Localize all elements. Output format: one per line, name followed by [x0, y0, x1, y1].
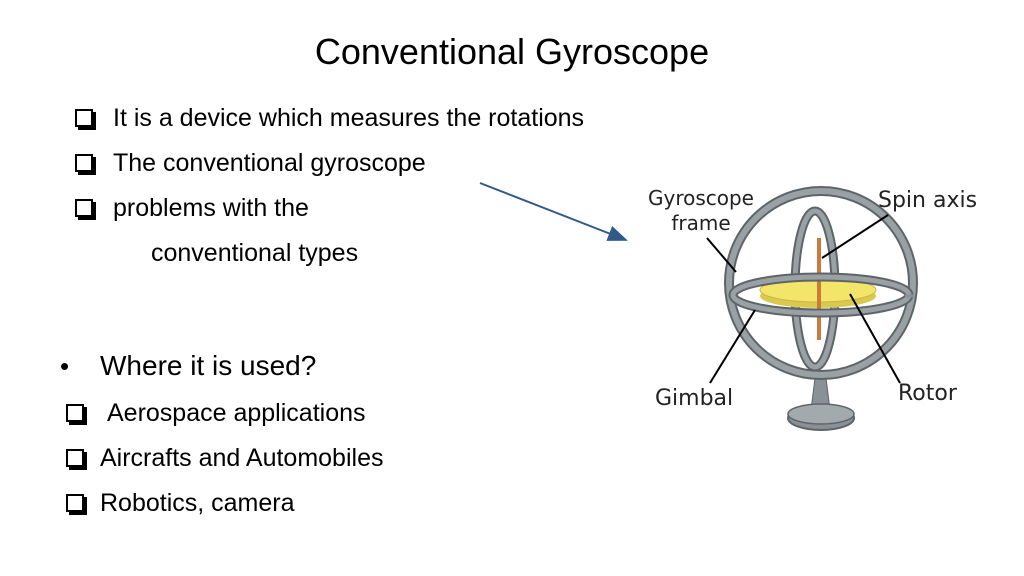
label-rotor: Rotor: [898, 381, 958, 406]
label-gyroscope-frame: frame: [671, 211, 730, 235]
label-spin-axis: Spin axis: [878, 188, 977, 213]
gyroscope-frame-ring-icon: [724, 186, 918, 380]
checkbox-bullet-icon: [75, 199, 93, 217]
checkbox-bullet-icon: [75, 154, 93, 172]
use-item: Aerospace applications: [107, 399, 366, 427]
gyroscope-stand-icon: [787, 377, 855, 431]
pointer-arrow-icon: [479, 182, 628, 241]
use-item: Robotics, camera: [100, 489, 295, 517]
checkbox-bullet-icon: [66, 494, 84, 512]
bullet-text: problems with the: [113, 194, 309, 222]
checkbox-bullet-icon: [75, 109, 93, 127]
bullet-text: The conventional gyroscope: [113, 149, 426, 177]
label-gyroscope-frame: Gyroscope: [648, 186, 754, 210]
bullet-text-continued: conventional types: [151, 239, 359, 267]
round-bullet-icon: •: [60, 351, 70, 381]
label-gimbal: Gimbal: [655, 386, 733, 411]
use-item: Aircrafts and Automobiles: [100, 444, 384, 472]
slide-title: Conventional Gyroscope: [314, 31, 710, 72]
checkbox-bullet-icon: [66, 404, 84, 422]
bullet-text: It is a device which measures the rotati…: [113, 104, 585, 132]
section-heading: Where it is used?: [100, 350, 317, 381]
checkbox-bullet-icon: [66, 449, 84, 467]
